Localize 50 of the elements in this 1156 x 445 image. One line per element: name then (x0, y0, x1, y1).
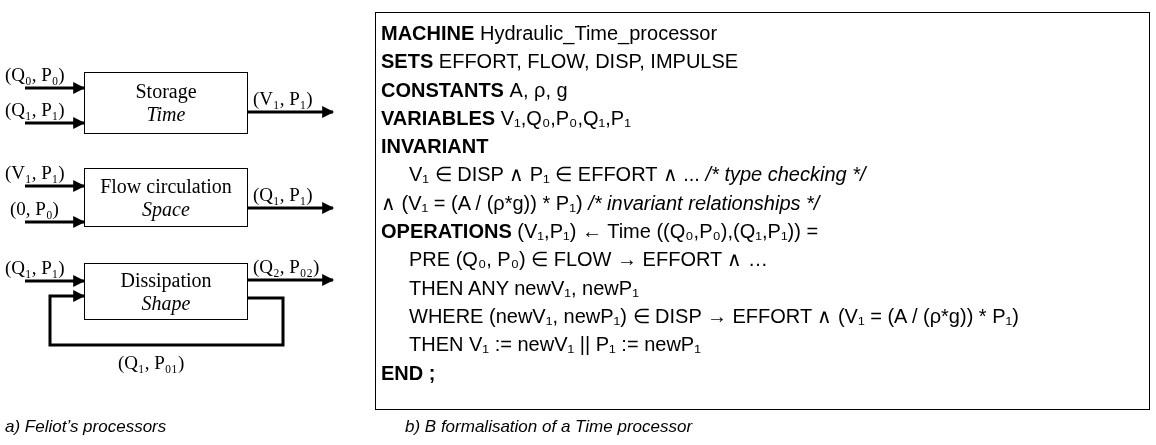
arrow (25, 275, 86, 287)
arrow (25, 180, 86, 192)
code-text: ∧ (V₁ = (A / (ρ*g)) * P₁) (381, 191, 583, 214)
code-text: THEN V₁ := newV₁ || P₁ := newP₁ (409, 333, 701, 356)
caption: b) B formalisation of a Time processor (405, 417, 693, 437)
arrow (248, 106, 335, 118)
keyword: END ; (381, 361, 436, 384)
process-domain: Space (142, 197, 190, 221)
edge-label: (V₁, P₁) (253, 88, 313, 110)
edge-label: (Q₂, P₀₂) (253, 256, 320, 278)
process-box (84, 72, 248, 134)
code-text: V₁ ∈ DISP ∧ P₁ ∈ EFFORT ∧ ... (409, 163, 700, 186)
edge-label: (Q₁, P₁) (5, 257, 65, 279)
edge-label: (0, P₀) (10, 198, 59, 220)
feedback-arrow (48, 290, 285, 347)
keyword: OPERATIONS (381, 220, 512, 243)
keyword: SETS (381, 50, 434, 73)
keyword: CONSTANTS (381, 78, 504, 101)
code-text: WHERE (newV₁, newP₁) ∈ DISP → EFFORT ∧ (V₁ = (A / (ρ*g)) * P₁) (409, 304, 1019, 327)
process-name: Dissipation (120, 268, 212, 292)
keyword: INVARIANT (381, 135, 489, 158)
caption: a) Feliot’s processors (5, 417, 167, 437)
arrow (25, 216, 86, 228)
edge-label: (V₁, P₁) (5, 162, 65, 184)
edge-label: (Q₀, P₀) (5, 64, 65, 86)
code-panel (375, 12, 1150, 410)
arrow (248, 202, 335, 214)
process-box (84, 168, 248, 227)
edge-label: (Q₁, P₀₁) (118, 352, 185, 374)
process-domain: Shape (141, 291, 191, 315)
arrow (25, 117, 86, 129)
code-comment: /* type checking */ (705, 163, 866, 186)
arrow (25, 82, 86, 94)
keyword: VARIABLES (381, 106, 496, 129)
keyword: MACHINE (381, 22, 475, 44)
edge-label: (Q₁, P₁) (5, 99, 65, 121)
process-name: Storage (135, 80, 197, 103)
code-comment: /* invariant relationships */ (588, 191, 820, 214)
arrow (248, 274, 335, 286)
process-name: Flow circulation (100, 174, 232, 198)
code-text: THEN ANY newV₁, newP₁ (409, 276, 639, 299)
process-domain: Time (146, 103, 186, 126)
code-text: A, ρ, g (509, 78, 568, 101)
process-box (84, 263, 248, 320)
code-text: Hydraulic_Time_processor (479, 22, 718, 44)
code-text: PRE (Q₀, P₀) ∈ FLOW → EFFORT ∧ … (409, 248, 768, 271)
edge-label: (Q₁, P₁) (253, 184, 313, 206)
code-text: (V₁,P₁) ← Time ((Q₀,P₀),(Q₁,P₁)) = (517, 220, 819, 243)
code-text: EFFORT, FLOW, DISP, IMPULSE (438, 50, 739, 73)
code-text: V₁,Q₀,P₀,Q₁,P₁ (500, 106, 631, 129)
